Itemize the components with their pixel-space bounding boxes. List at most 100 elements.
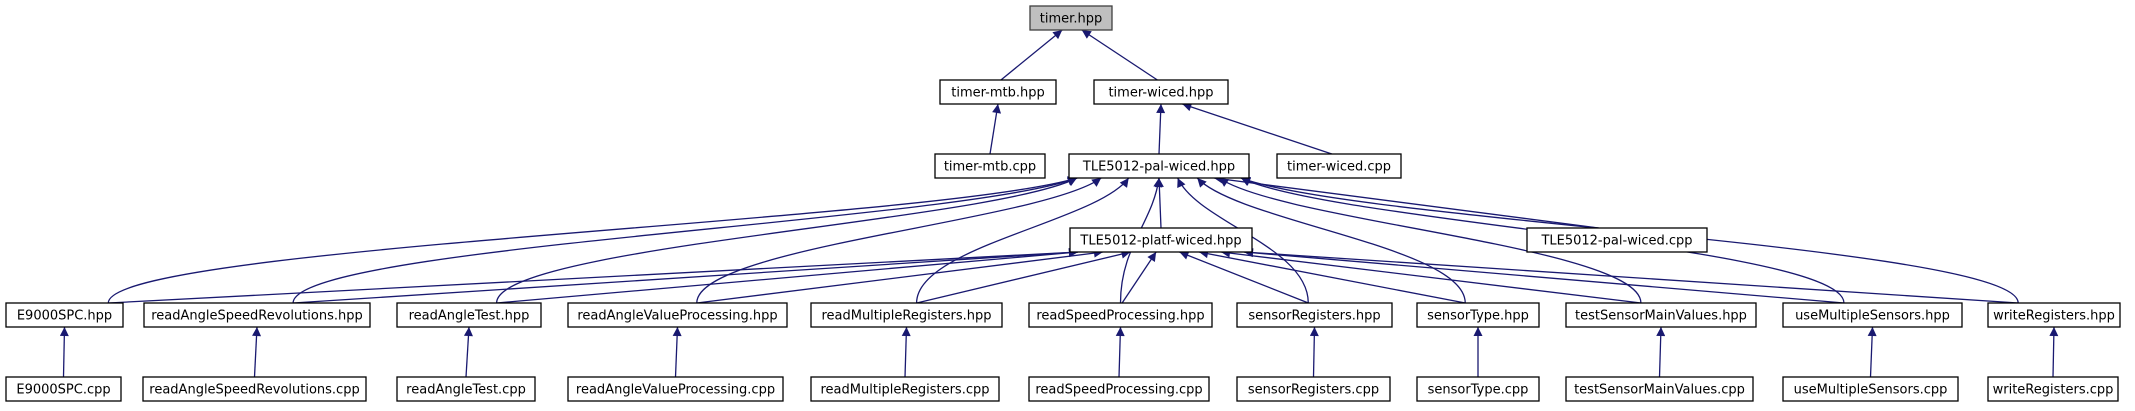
node-readspeedprocessing-hpp[interactable]: readSpeedProcessing.hpp	[1028, 302, 1213, 328]
node-box	[143, 302, 371, 328]
node-testsensormainvalues-cpp[interactable]: testSensorMainValues.cpp	[1565, 376, 1754, 402]
node-box	[1236, 376, 1391, 402]
node-sensorregisters-cpp[interactable]: sensorRegisters.cpp	[1236, 376, 1391, 402]
node-label: sensorRegisters.cpp	[1248, 383, 1379, 398]
node-box	[939, 79, 1057, 105]
node-box	[1028, 302, 1213, 328]
node-label: readAngleSpeedRevolutions.cpp	[149, 383, 359, 398]
node-label: sensorType.cpp	[1428, 383, 1529, 398]
node-readmultipleregisters-cpp[interactable]: readMultipleRegisters.cpp	[810, 376, 1000, 402]
node-readangletest-cpp[interactable]: readAngleTest.cpp	[396, 376, 536, 402]
node-label: useMultipleSensors.cpp	[1794, 383, 1948, 398]
edge-usemultiplesensors-hpp-to-tle5012-platf-wiced-hpp	[1243, 248, 1845, 304]
node-box	[810, 376, 1000, 402]
node-box	[1987, 376, 2119, 402]
node-timer-mtb-hpp[interactable]: timer-mtb.hpp	[939, 79, 1057, 105]
edge-timer-mtb-hpp-to-timer-hpp	[1000, 29, 1063, 81]
node-readspeedprocessing-cpp[interactable]: readSpeedProcessing.cpp	[1028, 376, 1210, 402]
node-tle5012-pal-wiced-hpp[interactable]: TLE5012-pal-wiced.hpp	[1068, 153, 1250, 179]
node-box	[1276, 153, 1402, 179]
node-box	[1093, 79, 1229, 105]
node-testsensormainvalues-hpp[interactable]: testSensorMainValues.hpp	[1565, 302, 1757, 328]
edge-tle5012-pal-wiced-hpp-to-timer-wiced-hpp	[1156, 103, 1166, 155]
node-sensortype-cpp[interactable]: sensorType.cpp	[1416, 376, 1540, 402]
edge-readanglespeedrevolutions-hpp-to-tle5012-platf-wiced-hpp	[293, 248, 1079, 304]
node-box	[567, 376, 784, 402]
edge-sensorregisters-cpp-to-sensorregisters-hpp	[1309, 326, 1319, 378]
node-timer-hpp: timer.hpp	[1029, 5, 1113, 31]
node-timer-mtb-cpp[interactable]: timer-mtb.cpp	[934, 153, 1046, 179]
node-readangletest-hpp[interactable]: readAngleTest.hpp	[396, 302, 542, 328]
edge-readanglevalueprocessing-cpp-to-readanglevalueprocessing-hpp	[672, 326, 682, 378]
edge-readspeedprocessing-hpp-to-tle5012-platf-wiced-hpp	[1121, 251, 1157, 304]
node-timer-wiced-hpp[interactable]: timer-wiced.hpp	[1093, 79, 1229, 105]
node-label: testSensorMainValues.hpp	[1575, 309, 1747, 324]
nodes-layer: timer.hpp timer-mtb.hpp timer-wiced.hpp tim…	[5, 5, 2121, 402]
edge-readangletest-hpp-to-tle5012-platf-wiced-hpp	[496, 248, 1079, 304]
node-sensortype-hpp[interactable]: sensorType.hpp	[1416, 302, 1540, 328]
node-writeregisters-hpp[interactable]: writeRegisters.hpp	[1987, 302, 2121, 328]
edge-testsensormainvalues-cpp-to-testsensormainvalues-hpp	[1656, 326, 1666, 378]
node-label: readMultipleRegisters.hpp	[821, 309, 991, 324]
node-label: readMultipleRegisters.cpp	[821, 383, 990, 398]
node-box	[1029, 5, 1113, 31]
node-box	[1565, 376, 1754, 402]
node-readanglevalueprocessing-cpp[interactable]: readAngleValueProcessing.cpp	[567, 376, 784, 402]
node-usemultiplesensors-cpp[interactable]: useMultipleSensors.cpp	[1782, 376, 1959, 402]
node-label: writeRegisters.cpp	[1993, 383, 2114, 398]
node-label: TLE5012-pal-wiced.hpp	[1082, 160, 1235, 175]
node-label: readAngleValueProcessing.cpp	[576, 383, 775, 398]
edge-e9000spc-cpp-to-e9000spc-hpp	[59, 326, 69, 378]
edge-writeregisters-cpp-to-writeregisters-hpp	[2049, 326, 2059, 378]
node-box	[396, 376, 536, 402]
edge-e9000spc-hpp-to-tle5012-platf-wiced-hpp	[108, 247, 1079, 304]
node-box	[1782, 302, 1963, 328]
node-box	[1068, 153, 1250, 179]
node-label: timer-wiced.cpp	[1287, 160, 1391, 175]
edge-timer-wiced-cpp-to-timer-wiced-hpp	[1182, 102, 1333, 155]
node-timer-wiced-cpp[interactable]: timer-wiced.cpp	[1276, 153, 1402, 179]
edge-readangletest-cpp-to-readangletest-hpp	[463, 326, 473, 378]
edge-e9000spc-hpp-to-tle5012-pal-wiced-hpp	[107, 176, 1078, 304]
node-box	[1028, 376, 1210, 402]
node-box	[5, 302, 124, 328]
node-box	[567, 302, 788, 328]
node-writeregisters-cpp[interactable]: writeRegisters.cpp	[1987, 376, 2119, 402]
node-readanglespeedrevolutions-cpp[interactable]: readAngleSpeedRevolutions.cpp	[142, 376, 367, 402]
node-label: TLE5012-pal-wiced.cpp	[1540, 234, 1692, 249]
edge-readanglevalueprocessing-hpp-to-tle5012-platf-wiced-hpp	[696, 248, 1104, 304]
node-box	[142, 376, 367, 402]
node-e9000spc-cpp[interactable]: E9000SPC.cpp	[5, 376, 122, 402]
edge-readspeedprocessing-cpp-to-readspeedprocessing-hpp	[1115, 326, 1125, 378]
node-label: readAngleTest.cpp	[406, 383, 526, 398]
node-readmultipleregisters-hpp[interactable]: readMultipleRegisters.hpp	[810, 302, 1003, 328]
edge-sensorregisters-hpp-to-tle5012-platf-wiced-hpp	[1179, 251, 1309, 304]
edge-timer-wiced-hpp-to-timer-hpp	[1081, 29, 1158, 81]
node-box	[810, 302, 1003, 328]
node-label: testSensorMainValues.cpp	[1574, 383, 1745, 398]
node-label: writeRegisters.hpp	[1993, 309, 2115, 324]
node-label: readSpeedProcessing.hpp	[1036, 309, 1204, 324]
edge-readmultipleregisters-hpp-to-tle5012-platf-wiced-hpp	[916, 249, 1131, 304]
edge-readanglespeedrevolutions-cpp-to-readanglespeedrevolutions-hpp	[252, 326, 262, 378]
edge-testsensormainvalues-hpp-to-tle5012-pal-wiced-hpp	[1218, 177, 1642, 304]
edge-tle5012-platf-wiced-hpp-to-tle5012-pal-wiced-hpp	[1154, 177, 1164, 229]
node-readanglevalueprocessing-hpp[interactable]: readAngleValueProcessing.hpp	[567, 302, 788, 328]
node-box	[1782, 376, 1959, 402]
node-usemultiplesensors-hpp[interactable]: useMultipleSensors.hpp	[1782, 302, 1963, 328]
node-label: TLE5012-platf-wiced.hpp	[1079, 234, 1241, 249]
edge-tle5012-pal-wiced-cpp-to-tle5012-pal-wiced-hpp	[1213, 174, 1599, 229]
node-label: readSpeedProcessing.cpp	[1035, 383, 1202, 398]
node-e9000spc-hpp[interactable]: E9000SPC.hpp	[5, 302, 124, 328]
node-box	[1236, 302, 1393, 328]
node-tle5012-pal-wiced-cpp[interactable]: TLE5012-pal-wiced.cpp	[1526, 227, 1708, 253]
edge-sensortype-hpp-to-tle5012-pal-wiced-hpp	[1196, 177, 1466, 304]
edge-writeregisters-hpp-to-tle5012-platf-wiced-hpp	[1243, 248, 2019, 304]
node-label: sensorType.hpp	[1427, 309, 1529, 324]
node-tle5012-platf-wiced-hpp[interactable]: TLE5012-platf-wiced.hpp	[1069, 227, 1253, 253]
node-box	[1416, 376, 1540, 402]
edge-sensortype-hpp-to-tle5012-platf-wiced-hpp	[1198, 249, 1466, 304]
node-sensorregisters-hpp[interactable]: sensorRegisters.hpp	[1236, 302, 1393, 328]
node-label: readAngleValueProcessing.hpp	[577, 309, 777, 324]
node-readanglespeedrevolutions-hpp[interactable]: readAngleSpeedRevolutions.hpp	[143, 302, 371, 328]
